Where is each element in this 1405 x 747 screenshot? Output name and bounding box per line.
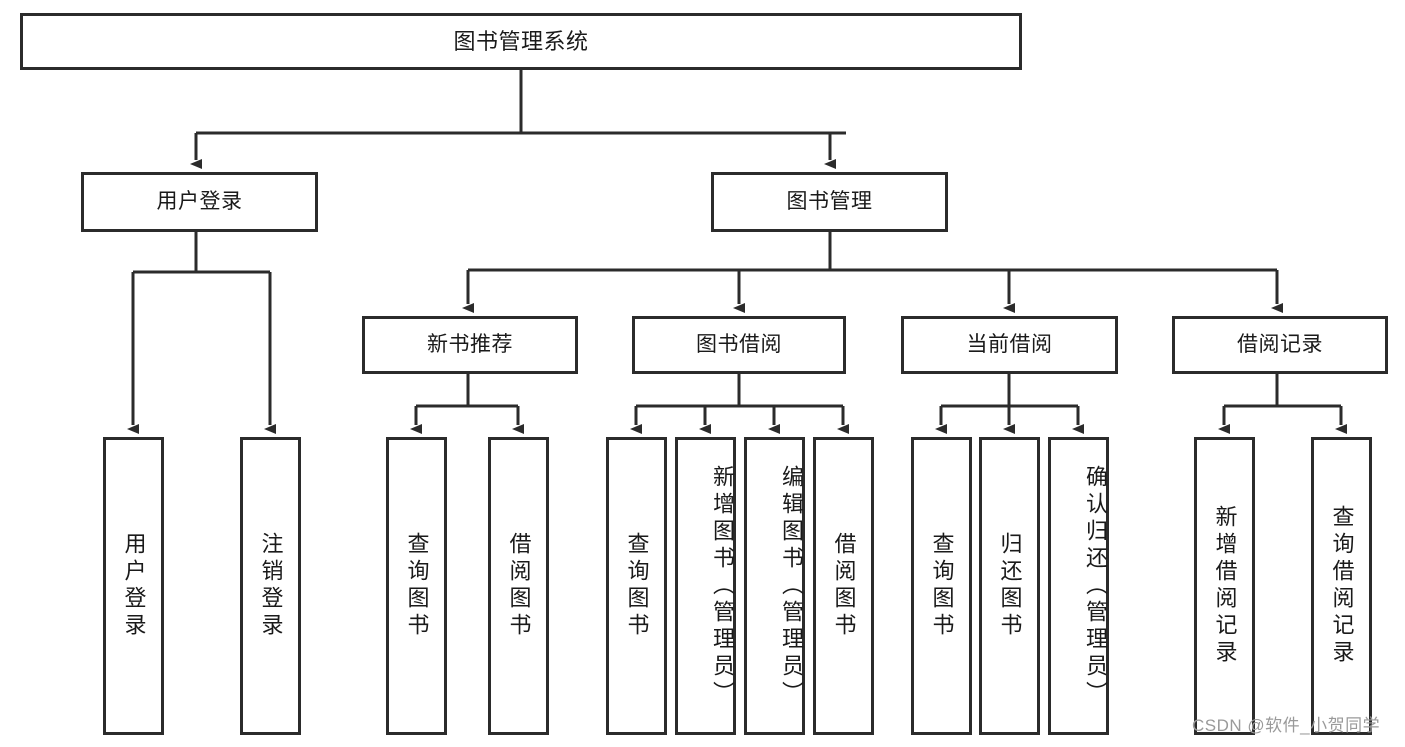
leaf-new-book-borrow[interactable]: 借阅图书 xyxy=(488,437,549,735)
leaf-record-query-record[interactable]: 查询借阅记录 xyxy=(1311,437,1372,735)
leaf-borrow-borrow-book[interactable]: 借阅图书 xyxy=(813,437,874,735)
node-root-system[interactable]: 图书管理系统 xyxy=(20,13,1022,70)
node-current-borrow[interactable]: 当前借阅 xyxy=(901,316,1118,374)
csdn-watermark: CSDN @软件_小贺同学 xyxy=(1192,716,1381,735)
node-book-management[interactable]: 图书管理 xyxy=(711,172,948,232)
leaf-current-query-book[interactable]: 查询图书 xyxy=(911,437,972,735)
leaf-user-login-signin[interactable]: 用户登录 xyxy=(103,437,164,735)
leaf-borrow-edit-book-admin[interactable]: 编辑图书（管理员） xyxy=(744,437,805,735)
leaf-borrow-query-book[interactable]: 查询图书 xyxy=(606,437,667,735)
node-borrow-record[interactable]: 借阅记录 xyxy=(1172,316,1388,374)
leaf-current-return-book[interactable]: 归还图书 xyxy=(979,437,1040,735)
leaf-current-confirm-return-admin[interactable]: 确认归还（管理员） xyxy=(1048,437,1109,735)
leaf-user-login-signout[interactable]: 注销登录 xyxy=(240,437,301,735)
node-user-login[interactable]: 用户登录 xyxy=(81,172,318,232)
leaf-borrow-add-book-admin[interactable]: 新增图书（管理员） xyxy=(675,437,736,735)
node-book-borrow[interactable]: 图书借阅 xyxy=(632,316,846,374)
node-new-book-recommend[interactable]: 新书推荐 xyxy=(362,316,578,374)
leaf-record-add-record[interactable]: 新增借阅记录 xyxy=(1194,437,1255,735)
leaf-new-book-query[interactable]: 查询图书 xyxy=(386,437,447,735)
